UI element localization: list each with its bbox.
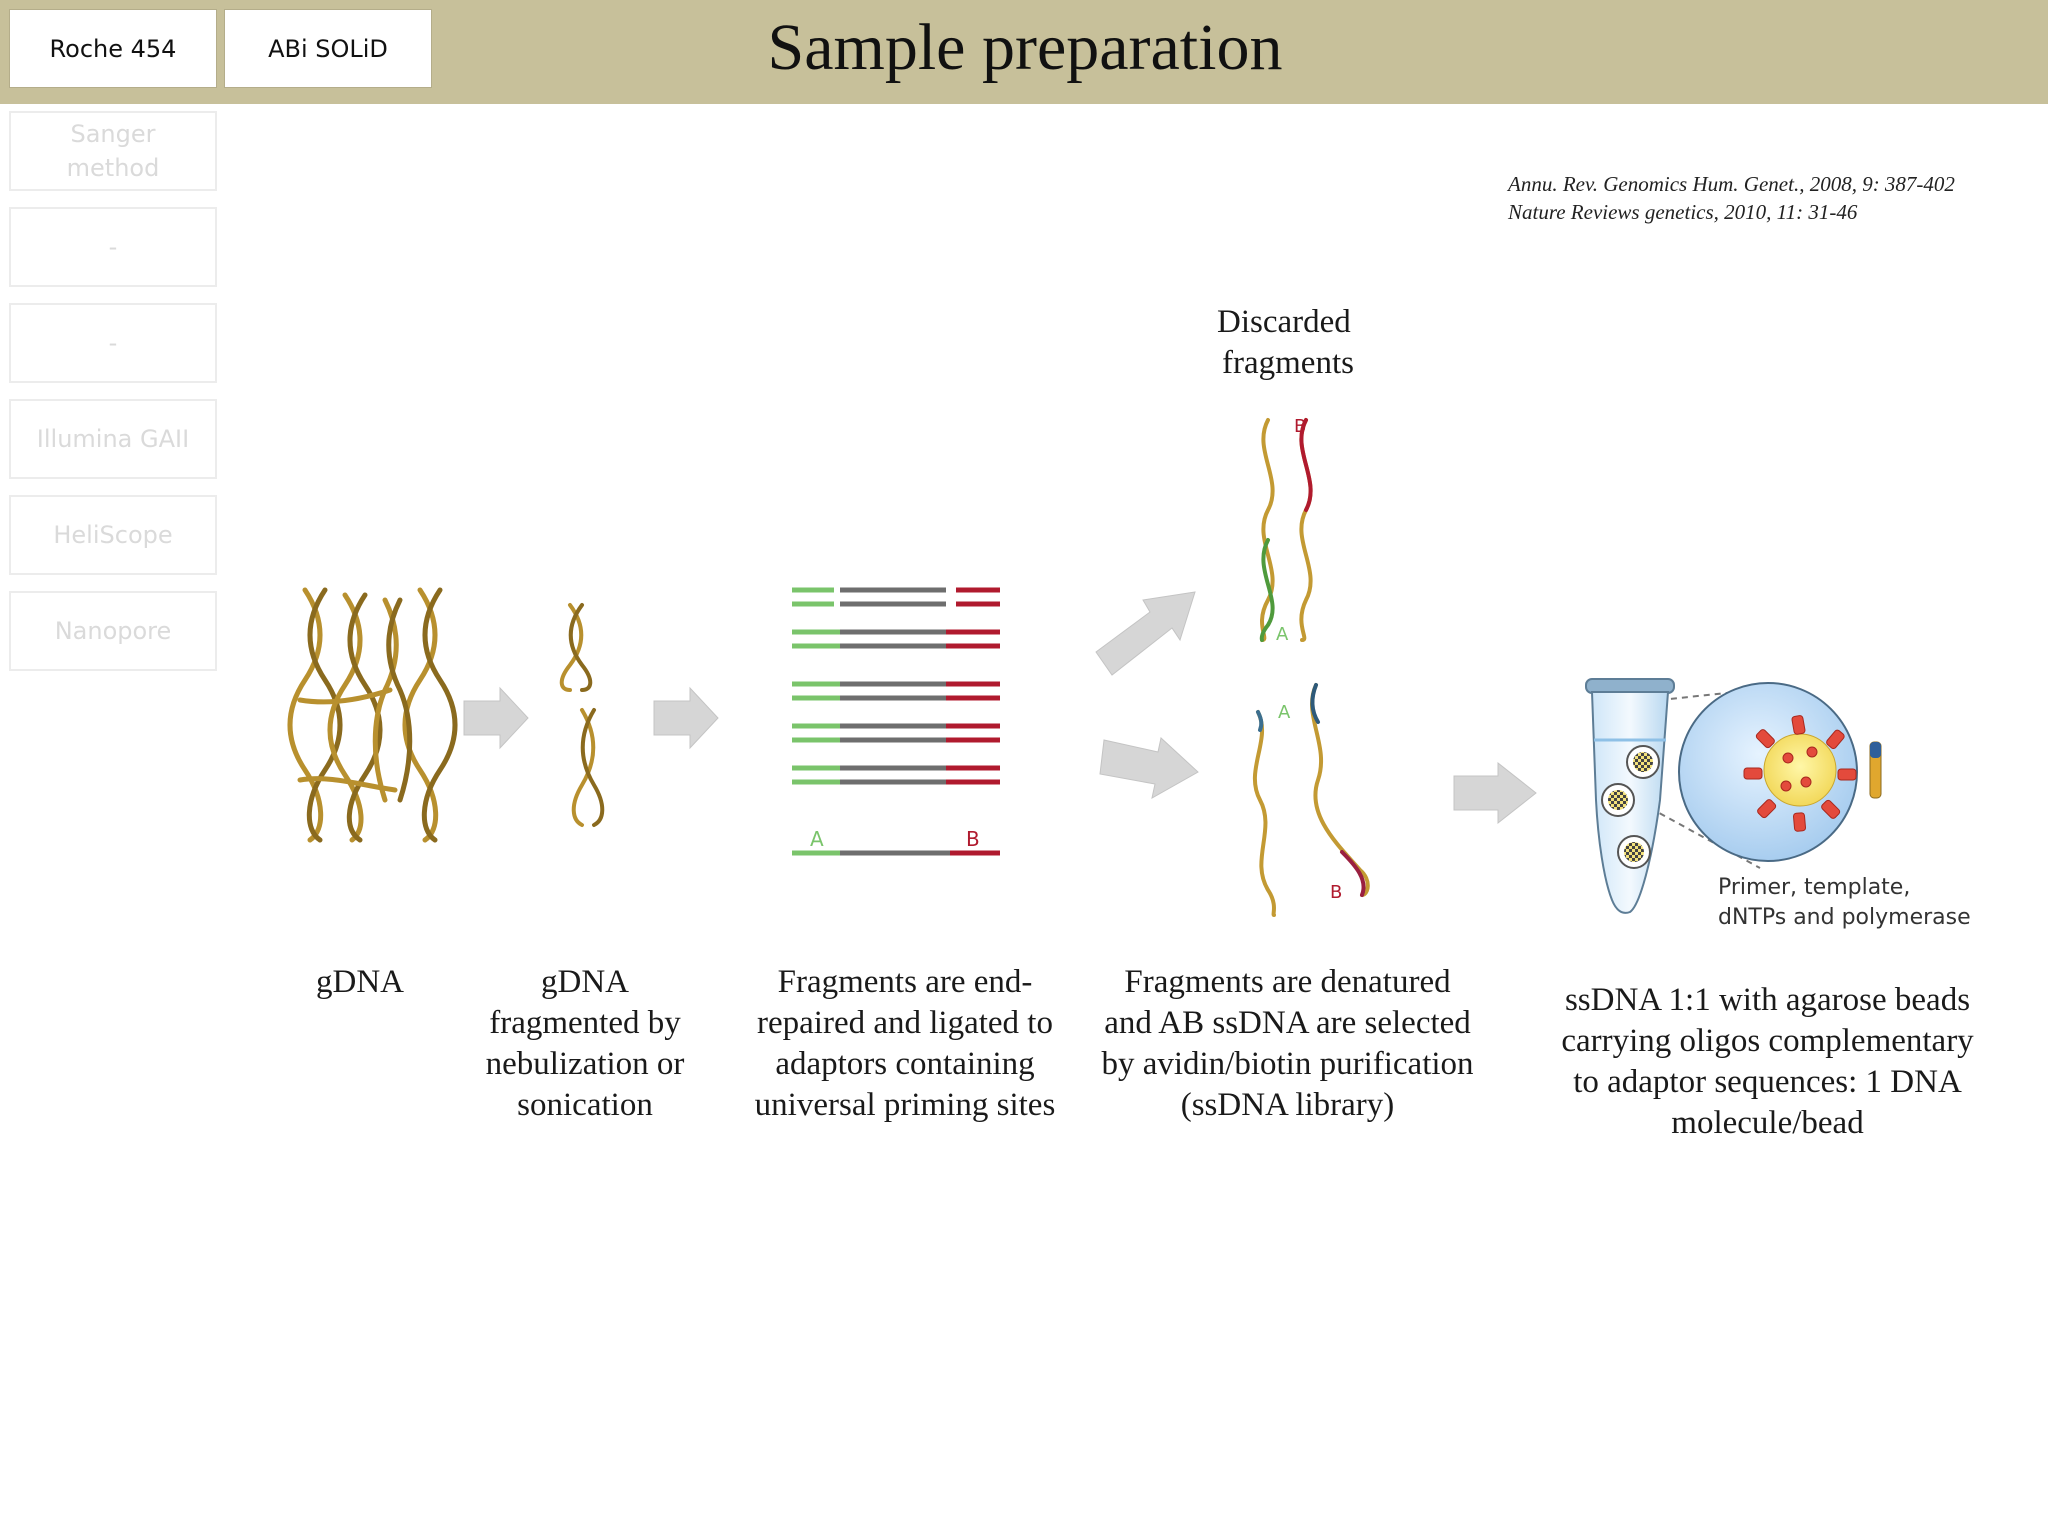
sidebar-item-blank-2[interactable]: - <box>9 303 217 383</box>
arrow-group-2 <box>1095 591 1199 799</box>
tab-abi-solid[interactable]: ABi SOLiD <box>224 9 432 88</box>
page-title: Sample preparation <box>767 11 1283 84</box>
arrow-group-1 <box>463 686 1537 825</box>
arrow-up-right-icon <box>1095 591 1196 676</box>
caption-beads: ssDNA 1:1 with agarose beads carrying ol… <box>1561 982 1974 1141</box>
caption-gdna: gDNA <box>316 964 404 1000</box>
caption-fragmented: gDNA fragmented by nebulization or sonic… <box>485 964 685 1123</box>
strand-b-label-top: B <box>1294 416 1306 437</box>
arrow-right-icon <box>463 686 529 750</box>
arrow-right-icon <box>653 686 719 750</box>
discarded-label-line-2: fragments <box>1222 345 1354 381</box>
reference-2: Nature Reviews genetics, 2010, 11: 31-46 <box>1508 200 1858 224</box>
sidebar-item-nanopore[interactable]: Nanopore <box>9 591 217 671</box>
sidebar-item-blank-1[interactable]: - <box>9 207 217 287</box>
discarded-strands <box>1259 418 1313 642</box>
adaptor-fragments <box>792 587 1000 856</box>
reference-1: Annu. Rev. Genomics Hum. Genet., 2008, 9… <box>1508 172 1955 196</box>
sidebar-item-illumina[interactable]: Illumina GAII <box>9 399 217 479</box>
sidebar-item-sanger[interactable]: Sanger method <box>9 111 217 191</box>
discarded-fragments-label: Discarded fragments <box>1217 304 1359 381</box>
strand-b-label-bottom: B <box>1330 882 1342 903</box>
caption-end-repair: Fragments are end- repaired and ligated … <box>754 964 1056 1123</box>
fragmented-dna-illustration <box>559 603 605 827</box>
adaptor-a-label: A <box>810 827 824 851</box>
references: Annu. Rev. Genomics Hum. Genet., 2008, 9… <box>1508 170 1955 226</box>
selected-ssdna-strands <box>1252 683 1370 917</box>
strand-a-label-top: A <box>1276 624 1289 645</box>
tube-label: Primer, template, dNTPs and polymerase <box>1718 875 1971 930</box>
arrow-right-icon <box>1453 761 1537 825</box>
header-bar: Roche 454 ABi SOLiD Sample preparation <box>0 0 2048 104</box>
gdna-illustration <box>287 587 458 843</box>
caption-denatured: Fragments are denatured and AB ssDNA are… <box>1101 964 1474 1123</box>
emulsion-tube-illustration <box>1585 678 1882 914</box>
tube-label-line-1: Primer, template, <box>1718 875 1910 900</box>
tab-roche-454[interactable]: Roche 454 <box>9 9 217 88</box>
sidebar-item-heliscope[interactable]: HeliScope <box>9 495 217 575</box>
discarded-label-line-1: Discarded <box>1217 304 1351 340</box>
adaptor-b-label: B <box>966 827 980 851</box>
tube-label-line-2: dNTPs and polymerase <box>1718 905 1971 930</box>
strand-a-label-bottom: A <box>1278 702 1291 723</box>
arrow-down-right-icon <box>1099 737 1199 799</box>
